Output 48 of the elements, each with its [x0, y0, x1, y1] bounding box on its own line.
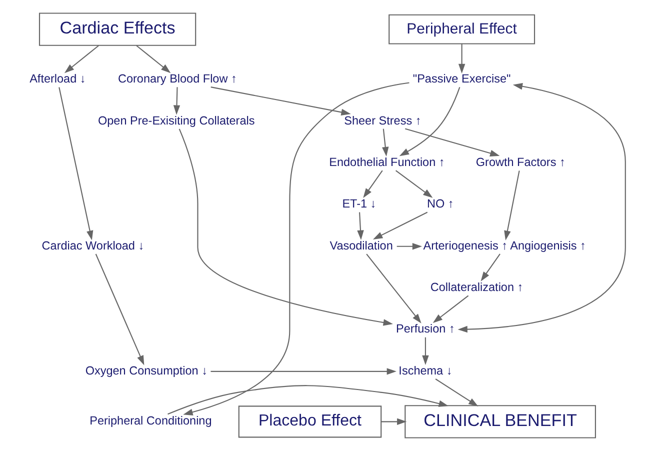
arrow	[404, 128, 500, 156]
arrow	[210, 86, 350, 116]
node-box: Peripheral Effect	[388, 14, 535, 44]
arrow	[64, 44, 98, 73]
node-text: Open Pre-Exisiting Collaterals	[97, 114, 254, 127]
node-text: ET-1 ↓	[342, 197, 376, 210]
node-text: NO ↑	[426, 197, 454, 210]
node-text: Cardiac Workload ↓	[41, 238, 144, 252]
node-text: Coronary Blood Flow ↑	[117, 72, 236, 86]
arrow	[457, 82, 626, 332]
arrow	[398, 86, 460, 156]
arrow	[394, 170, 432, 198]
node-text: Growth Factors ↑	[475, 155, 565, 168]
node-text: Arteriogenesis ↑ Angiogenisis ↑	[422, 238, 586, 252]
arrow	[380, 418, 406, 425]
node-text: Afterload ↓	[29, 72, 86, 86]
arrow	[210, 368, 396, 374]
arrow	[396, 242, 422, 250]
arrow	[136, 44, 170, 73]
node-box: Placebo Effect	[238, 405, 382, 438]
arrow	[182, 82, 409, 415]
node-text: Sheer Stress ↑	[344, 114, 421, 127]
arrow	[366, 253, 421, 323]
node-text: Peripheral Conditioning	[89, 414, 212, 428]
arrow	[362, 170, 382, 198]
arrow	[167, 384, 448, 414]
arrow	[372, 211, 428, 239]
arrow	[422, 336, 428, 365]
node-text: Vasodilation	[329, 238, 392, 252]
arrow	[58, 86, 93, 240]
arrow	[480, 253, 500, 281]
node-text: Ischema ↓	[398, 364, 452, 377]
node-text: Perfusion ↑	[396, 322, 454, 336]
arrow	[458, 44, 465, 73]
arrow	[382, 128, 388, 156]
node-text: Endothelial Function ↑	[328, 155, 444, 168]
arrow	[94, 253, 144, 365]
arrow	[504, 170, 520, 240]
node-text: Collateralization ↑	[430, 280, 523, 294]
arrow	[434, 378, 478, 406]
arrow	[432, 294, 468, 322]
arrow	[172, 86, 180, 114]
node-text: "Passive Exercise"	[412, 72, 510, 86]
node-box: Cardiac Effects	[38, 12, 196, 46]
arrow	[356, 212, 364, 240]
node-box: CLINICAL BENEFIT	[404, 404, 596, 438]
node-text: Oxygen Consumption ↓	[84, 364, 207, 377]
arrow	[178, 128, 392, 326]
